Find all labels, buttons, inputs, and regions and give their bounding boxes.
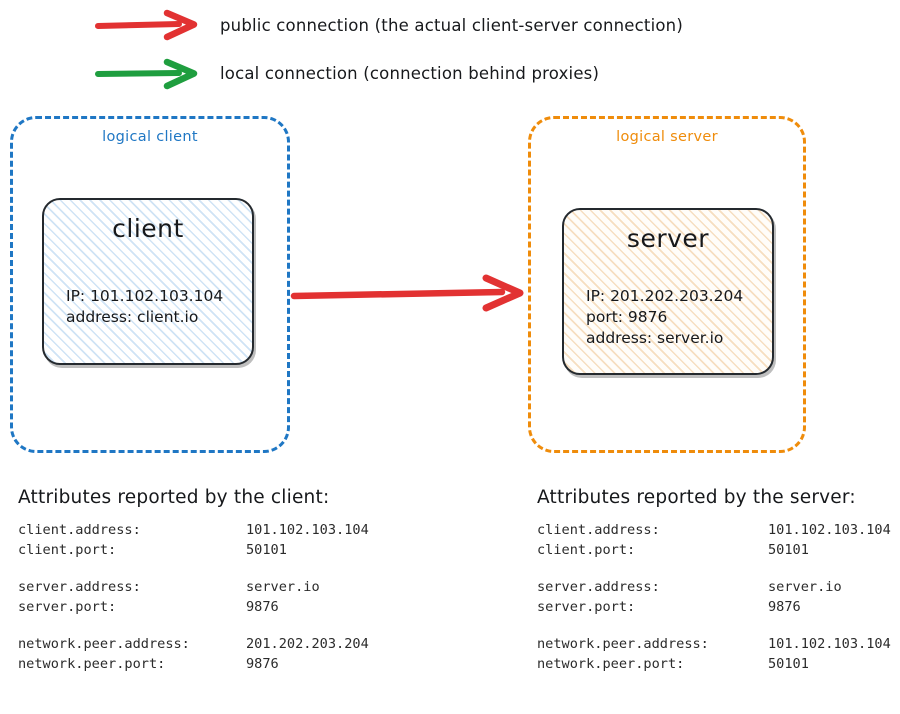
green-arrow-icon [95,58,198,90]
attributes-server-heading: Attributes reported by the server: [537,487,856,508]
table-row: network.peer.address: 101.102.103.104 [537,635,891,655]
attribute-key: server.port: [18,598,117,615]
attribute-value: server.io [246,579,320,595]
legend-label-local: local connection (connection behind prox… [220,63,600,83]
attribute-value: 101.102.103.104 [246,522,369,538]
row-spacer [537,560,891,578]
attribute-value: 101.102.103.104 [768,636,891,652]
table-row: network.peer.port: 50101 [537,655,891,675]
table-row: server.port: 9876 [537,598,891,618]
attributes-server-table: client.address: 101.102.103.104 client.p… [537,521,891,674]
table-row: client.port: 50101 [537,541,891,561]
logical-client-label: logical client [102,129,198,145]
legend-row-local: local connection (connection behind prox… [95,56,599,90]
legend-label-public: public connection (the actual client-ser… [220,15,683,35]
attribute-value: 50101 [246,541,287,558]
client-node-details: IP: 101.102.103.104 address: client.io [66,287,224,326]
attribute-value: 50101 [768,541,809,558]
table-row: client.port: 50101 [18,541,369,561]
attribute-key: client.port: [537,541,636,558]
attribute-value: 201.202.203.204 [246,636,369,652]
table-row: client.address: 101.102.103.104 [18,521,369,541]
attribute-key: client.address: [18,522,141,538]
attribute-key: network.peer.address: [537,636,709,652]
attribute-key: server.address: [18,579,141,595]
attribute-value: server.io [768,579,842,595]
red-arrow-icon [95,9,198,41]
client-node: client IP: 101.102.103.104 address: clie… [42,198,254,365]
attribute-value: 9876 [768,598,801,615]
logical-client-group: logical client [10,116,290,453]
attributes-panel-client: Attributes reported by the client: clien… [18,487,369,674]
table-row: server.address: server.io [18,578,369,598]
attribute-value: 9876 [246,598,279,615]
attribute-value: 9876 [246,655,279,672]
row-spacer [18,617,369,635]
table-row: server.port: 9876 [18,598,369,618]
attribute-key: network.peer.address: [18,636,190,652]
server-node: server IP: 201.202.203.204 port: 9876 ad… [562,208,774,375]
attribute-value: 50101 [768,655,809,672]
attribute-key: network.peer.port: [18,655,166,672]
row-spacer [18,560,369,578]
attributes-panel-server: Attributes reported by the server: clien… [537,487,891,674]
row-spacer [537,617,891,635]
table-row: network.peer.address: 201.202.203.204 [18,635,369,655]
attribute-key: server.port: [537,598,636,615]
attributes-client-table: client.address: 101.102.103.104 client.p… [18,521,369,674]
client-node-title: client [112,214,184,243]
attribute-key: client.address: [537,522,660,538]
server-node-details: IP: 201.202.203.204 port: 9876 address: … [586,287,744,347]
attribute-key: client.port: [18,541,117,558]
attribute-key: network.peer.port: [537,655,685,672]
table-row: server.address: server.io [537,578,891,598]
server-node-title: server [626,224,710,253]
attribute-value: 101.102.103.104 [768,522,891,538]
attributes-client-heading: Attributes reported by the client: [18,487,330,508]
logical-server-label: logical server [616,129,718,145]
table-row: network.peer.port: 9876 [18,655,369,675]
table-row: client.address: 101.102.103.104 [537,521,891,541]
public-connection-arrow [290,274,524,312]
logical-server-group: logical server [528,116,806,453]
attribute-key: server.address: [537,579,660,595]
legend-row-public: public connection (the actual client-ser… [95,8,683,42]
